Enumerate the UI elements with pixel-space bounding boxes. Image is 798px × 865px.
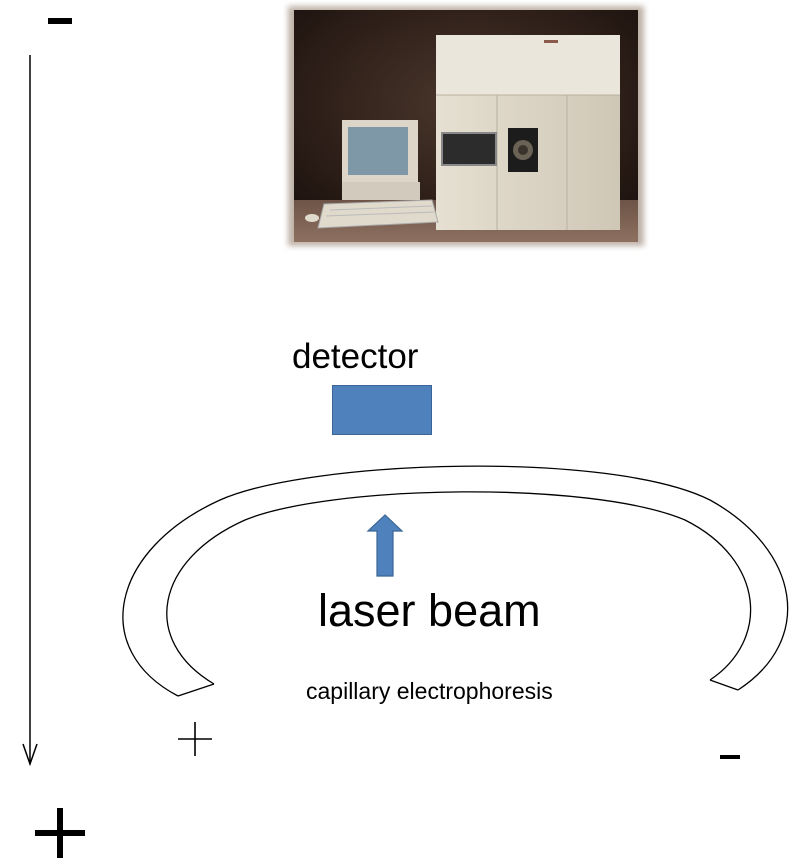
plus-symbol-bottom (35, 808, 85, 858)
capillary-electrophoresis-label: capillary electrophoresis (306, 678, 553, 704)
vertical-migration-arrow (22, 55, 38, 767)
detector-label: detector (292, 337, 419, 376)
instrument-photo (288, 6, 644, 246)
capillary-positive-symbol (178, 722, 212, 756)
capillary-arc (122, 465, 789, 697)
minus-symbol-top (48, 18, 72, 24)
laser-beam-label: laser beam (318, 585, 541, 636)
laser-arrow-icon (366, 514, 404, 577)
detector-box (332, 385, 432, 435)
capillary-negative-symbol (720, 755, 740, 759)
